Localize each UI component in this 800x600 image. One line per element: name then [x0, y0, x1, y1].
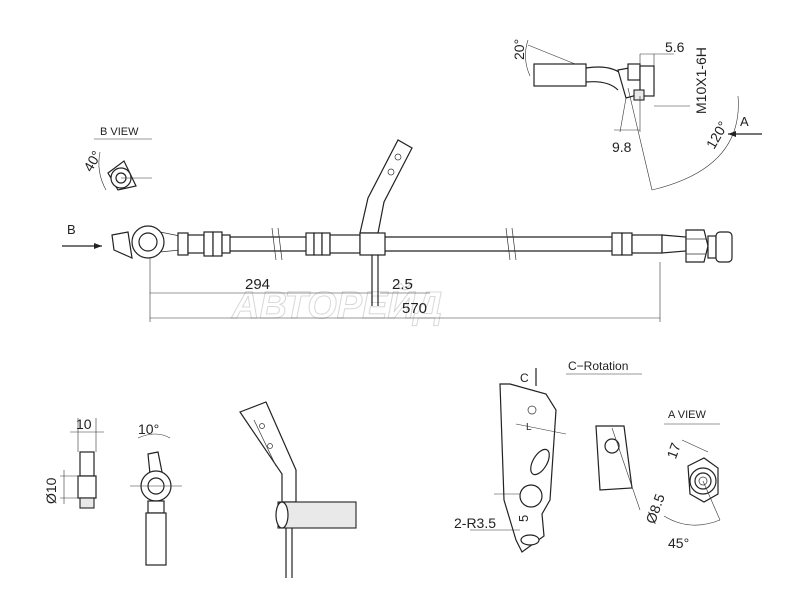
banjo-neck-bottom: [159, 249, 181, 253]
right-ring-2: [621, 232, 633, 256]
l-ref-line: [515, 423, 567, 435]
angle-10-label: 10°: [138, 421, 159, 437]
pipe-bend-bottom: [585, 81, 619, 91]
mid-ring-2: [313, 232, 323, 256]
banjo-eye-inner: [138, 232, 158, 252]
dim-17-line: [681, 439, 709, 453]
a-arrow-label: A: [740, 114, 749, 129]
b-view-detail: B VIEW 40°: [80, 126, 152, 191]
a-view-title: A VIEW: [668, 409, 707, 421]
main-hose-assembly: B: [62, 139, 733, 322]
crimp-body-1: [187, 234, 205, 254]
angle-120-ref-line: [627, 87, 653, 191]
break-mark-1: [271, 227, 283, 261]
nut-cap: [715, 231, 733, 263]
banjo-side-collar: [147, 500, 165, 514]
a-view-detail: A VIEW 17 45°: [663, 409, 721, 551]
c-plate-main-hole: [519, 484, 543, 508]
mid-ring-3: [321, 232, 331, 256]
c-rotation-detail: C−Rotation C L 2-R3.5 5: [454, 359, 642, 553]
crimp-ring-2: [203, 231, 214, 257]
c-plate-slot: [530, 448, 550, 476]
banjo-side-detail: 10°: [130, 421, 182, 566]
fitting-sleeve: [533, 63, 587, 87]
dim-570-label: 570: [402, 300, 427, 317]
angle-120-arc: [651, 95, 739, 191]
mid-sleeve: [329, 234, 361, 254]
dim-9-8-label: 9.8: [612, 139, 632, 155]
c-rotation-title: C−Rotation: [568, 359, 628, 373]
c-arrow-label: C: [520, 371, 529, 385]
angle-20-arc: [525, 39, 531, 77]
right-taper: [661, 234, 687, 254]
angle-45-label: 45°: [668, 535, 689, 551]
angle-10-arc: [137, 433, 171, 439]
c-plate-bottom-slot: [520, 534, 540, 546]
hex-nut: [685, 229, 709, 263]
b-arrow-head: [94, 243, 102, 249]
mounting-bracket: [359, 139, 413, 234]
nut-washer: [707, 235, 717, 259]
banjo-neck-top: [159, 231, 181, 237]
b-arrow-label: B: [67, 222, 76, 237]
angle-20-label: 20°: [511, 39, 527, 60]
dim-17-label: 17: [663, 440, 683, 460]
dim-5-label: 5: [516, 515, 531, 522]
sleeve-body: [77, 475, 97, 499]
c-plate-hole-1: [527, 405, 537, 415]
bracket-side-hole-2: [267, 443, 273, 449]
crimp-ring-3: [212, 231, 223, 257]
b-view-title: B VIEW: [100, 126, 139, 138]
nut-thread-body: [639, 65, 655, 97]
bracket-side-plate: [239, 401, 297, 503]
angle-45-ref-line: [702, 480, 721, 521]
a-arrow-head: [728, 131, 736, 137]
bracket-hole-2: [387, 168, 395, 176]
sleeve-top: [79, 451, 95, 477]
angle-40-label: 40°: [80, 148, 104, 174]
right-ring-1: [611, 232, 623, 256]
dim-2-5-label: 2.5: [392, 276, 413, 293]
dia-8-5-label: Ø8.5: [642, 491, 667, 525]
thread-label: M10X1-6H: [693, 47, 709, 114]
banjo-stem: [111, 231, 133, 259]
b-view-angle-arc: [98, 151, 107, 191]
bracket-clamp: [359, 232, 386, 256]
radius-label: 2-R3.5: [454, 515, 496, 531]
bracket-side-hole-1: [259, 423, 265, 429]
dia-10-label: Ø10: [43, 477, 59, 504]
crimp-ring-1: [177, 232, 189, 256]
hole-detail: Ø8.5: [595, 425, 668, 526]
hole-8-5: [604, 438, 620, 454]
hole-detail-plate: [595, 425, 633, 491]
dia-8-5-leader: [611, 427, 641, 511]
bracket-side-sleeve-end: [275, 501, 289, 529]
dim-10-label: 10: [76, 416, 92, 432]
a-view-bore: [698, 476, 708, 486]
bracket-hole-1: [394, 153, 402, 161]
bracket-side-detail: [239, 401, 357, 578]
sleeve-detail: 10 Ø10: [43, 416, 104, 509]
bracket-side-fold: [253, 419, 277, 467]
bracket-side-sleeve: [277, 501, 357, 529]
mid-ring-1: [305, 232, 315, 256]
sleeve-end: [79, 497, 95, 509]
angle-45-arc: [663, 515, 721, 526]
right-sleeve: [631, 234, 663, 254]
dim-9-8-ext-1: [619, 97, 627, 133]
crimp-collar: [221, 234, 231, 254]
dim-5-6-label: 5.6: [665, 39, 685, 55]
watermark: АВТОРЕЙД: [231, 282, 442, 327]
nut-hex-face: [627, 63, 641, 81]
c-plate: [499, 383, 557, 553]
banjo-side-sleeve: [145, 512, 167, 566]
break-mark-2: [505, 227, 517, 261]
dim-294-label: 294: [245, 276, 270, 293]
fitting-detail: 20° 5.6 M10X1-6H 9.8 120° A: [511, 39, 762, 191]
nut-threads: [633, 89, 645, 101]
l-mark: L: [526, 422, 532, 433]
